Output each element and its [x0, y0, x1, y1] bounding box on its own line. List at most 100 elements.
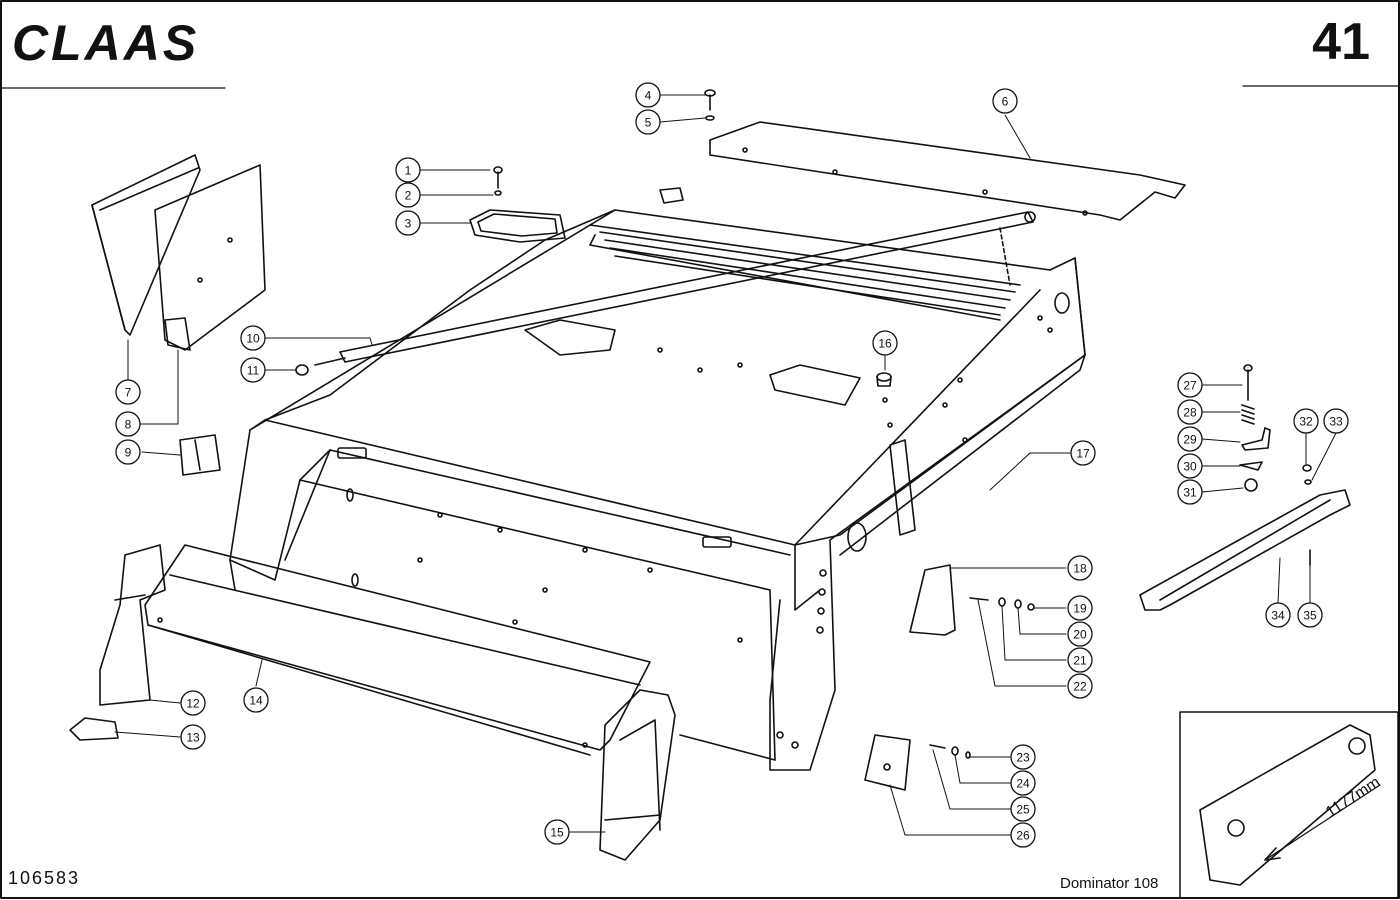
callout-21: 21	[1067, 647, 1093, 673]
callout-circle	[1010, 796, 1036, 822]
callout-number: 6	[1002, 95, 1009, 109]
callout-number: 34	[1271, 609, 1285, 623]
callout-12: 12	[180, 690, 206, 716]
callout-number: 17	[1076, 447, 1090, 461]
callout-number: 22	[1073, 680, 1087, 694]
callout-circle	[1323, 408, 1349, 434]
callout-number: 32	[1299, 415, 1313, 429]
bracket-part-15	[599, 689, 676, 861]
callout-2: 2	[395, 182, 421, 208]
callout-number: 31	[1183, 486, 1197, 500]
callout-33: 33	[1323, 408, 1349, 434]
callout-circle	[1067, 647, 1093, 673]
model-name: Dominator 108	[1060, 875, 1159, 892]
inset-frame	[1179, 711, 1399, 899]
callout-8: 8	[115, 411, 141, 437]
callout-number: 29	[1183, 433, 1197, 447]
callout-circle	[635, 109, 661, 135]
inset-dimension-label: 1177mm	[1323, 774, 1383, 822]
callout-31: 31	[1177, 479, 1203, 505]
callout-circle	[1177, 399, 1203, 425]
callout-22: 22	[1067, 673, 1093, 699]
callout-circle	[115, 411, 141, 437]
callout-number: 10	[246, 332, 260, 346]
callout-28: 28	[1177, 399, 1203, 425]
claas-logo: CLAAS	[12, 15, 199, 70]
callout-number: 28	[1183, 406, 1197, 420]
callout-circle	[180, 690, 206, 716]
callout-number: 4	[645, 89, 652, 103]
callout-1: 1	[395, 157, 421, 183]
callout-circle	[1010, 822, 1036, 848]
callout-number: 13	[186, 731, 200, 745]
callout-20: 20	[1067, 621, 1093, 647]
callout-circle	[180, 724, 206, 750]
callout-29: 29	[1177, 426, 1203, 452]
callout-13: 13	[180, 724, 206, 750]
callout-19: 19	[1067, 595, 1093, 621]
bracket-part-12	[99, 544, 166, 706]
fasteners-parts-23-25	[929, 744, 971, 759]
callout-5: 5	[635, 109, 661, 135]
callout-25: 25	[1010, 796, 1036, 822]
callout-number: 3	[405, 217, 412, 231]
callout-number: 26	[1016, 829, 1030, 843]
callout-35: 35	[1297, 602, 1323, 628]
callout-circle	[1293, 408, 1319, 434]
callout-circle	[1067, 621, 1093, 647]
callout-number: 15	[550, 826, 564, 840]
callout-number: 16	[878, 337, 892, 351]
callout-circle	[1070, 440, 1096, 466]
callout-14: 14	[243, 687, 269, 713]
callout-number: 24	[1016, 777, 1030, 791]
page-number: 41	[1312, 13, 1370, 71]
callout-circle	[1067, 555, 1093, 581]
callout-circle	[115, 439, 141, 465]
callout-circle	[1010, 744, 1036, 770]
callout-circle	[1177, 479, 1203, 505]
callout-number: 8	[125, 418, 132, 432]
callout-number: 11	[247, 364, 260, 378]
callout-18: 18	[1067, 555, 1093, 581]
callout-number: 20	[1073, 628, 1087, 642]
callout-number: 14	[249, 694, 263, 708]
callout-circle	[1177, 372, 1203, 398]
callout-10: 10	[240, 325, 266, 351]
nut-part-11	[295, 364, 309, 376]
callout-circle	[1177, 426, 1203, 452]
bracket-part-13	[69, 717, 119, 741]
claas-logo-text: CLAAS	[12, 15, 199, 70]
callout-number: 27	[1183, 379, 1197, 393]
callout-number: 35	[1303, 609, 1317, 623]
callout-number: 12	[186, 697, 200, 711]
callout-number: 25	[1016, 803, 1030, 817]
callout-circle	[243, 687, 269, 713]
callout-circle	[635, 82, 661, 108]
callout-circle	[1010, 770, 1036, 796]
callout-circle	[1067, 673, 1093, 699]
plug-part-16	[876, 372, 892, 387]
side-panel-part-8	[154, 164, 266, 351]
callout-17: 17	[1070, 440, 1096, 466]
stay-rod-part-10	[314, 211, 1036, 366]
handle-assembly-parts-1-3	[469, 166, 566, 243]
bolt-parts-4-5	[704, 89, 716, 121]
callout-number: 5	[645, 116, 652, 130]
callout-27: 27	[1177, 372, 1203, 398]
bracket-part-9	[179, 434, 221, 476]
callout-number: 9	[125, 446, 132, 460]
callout-34: 34	[1265, 602, 1291, 628]
callout-number: 23	[1016, 751, 1030, 765]
callout-26: 26	[1010, 822, 1036, 848]
callout-number: 7	[125, 386, 132, 400]
callout-circle	[544, 819, 570, 845]
callout-circle	[115, 379, 141, 405]
callout-4: 4	[635, 82, 661, 108]
callout-30: 30	[1177, 453, 1203, 479]
callout-circle	[240, 325, 266, 351]
callout-number: 1	[405, 164, 412, 178]
document-number: 106583	[8, 868, 81, 888]
